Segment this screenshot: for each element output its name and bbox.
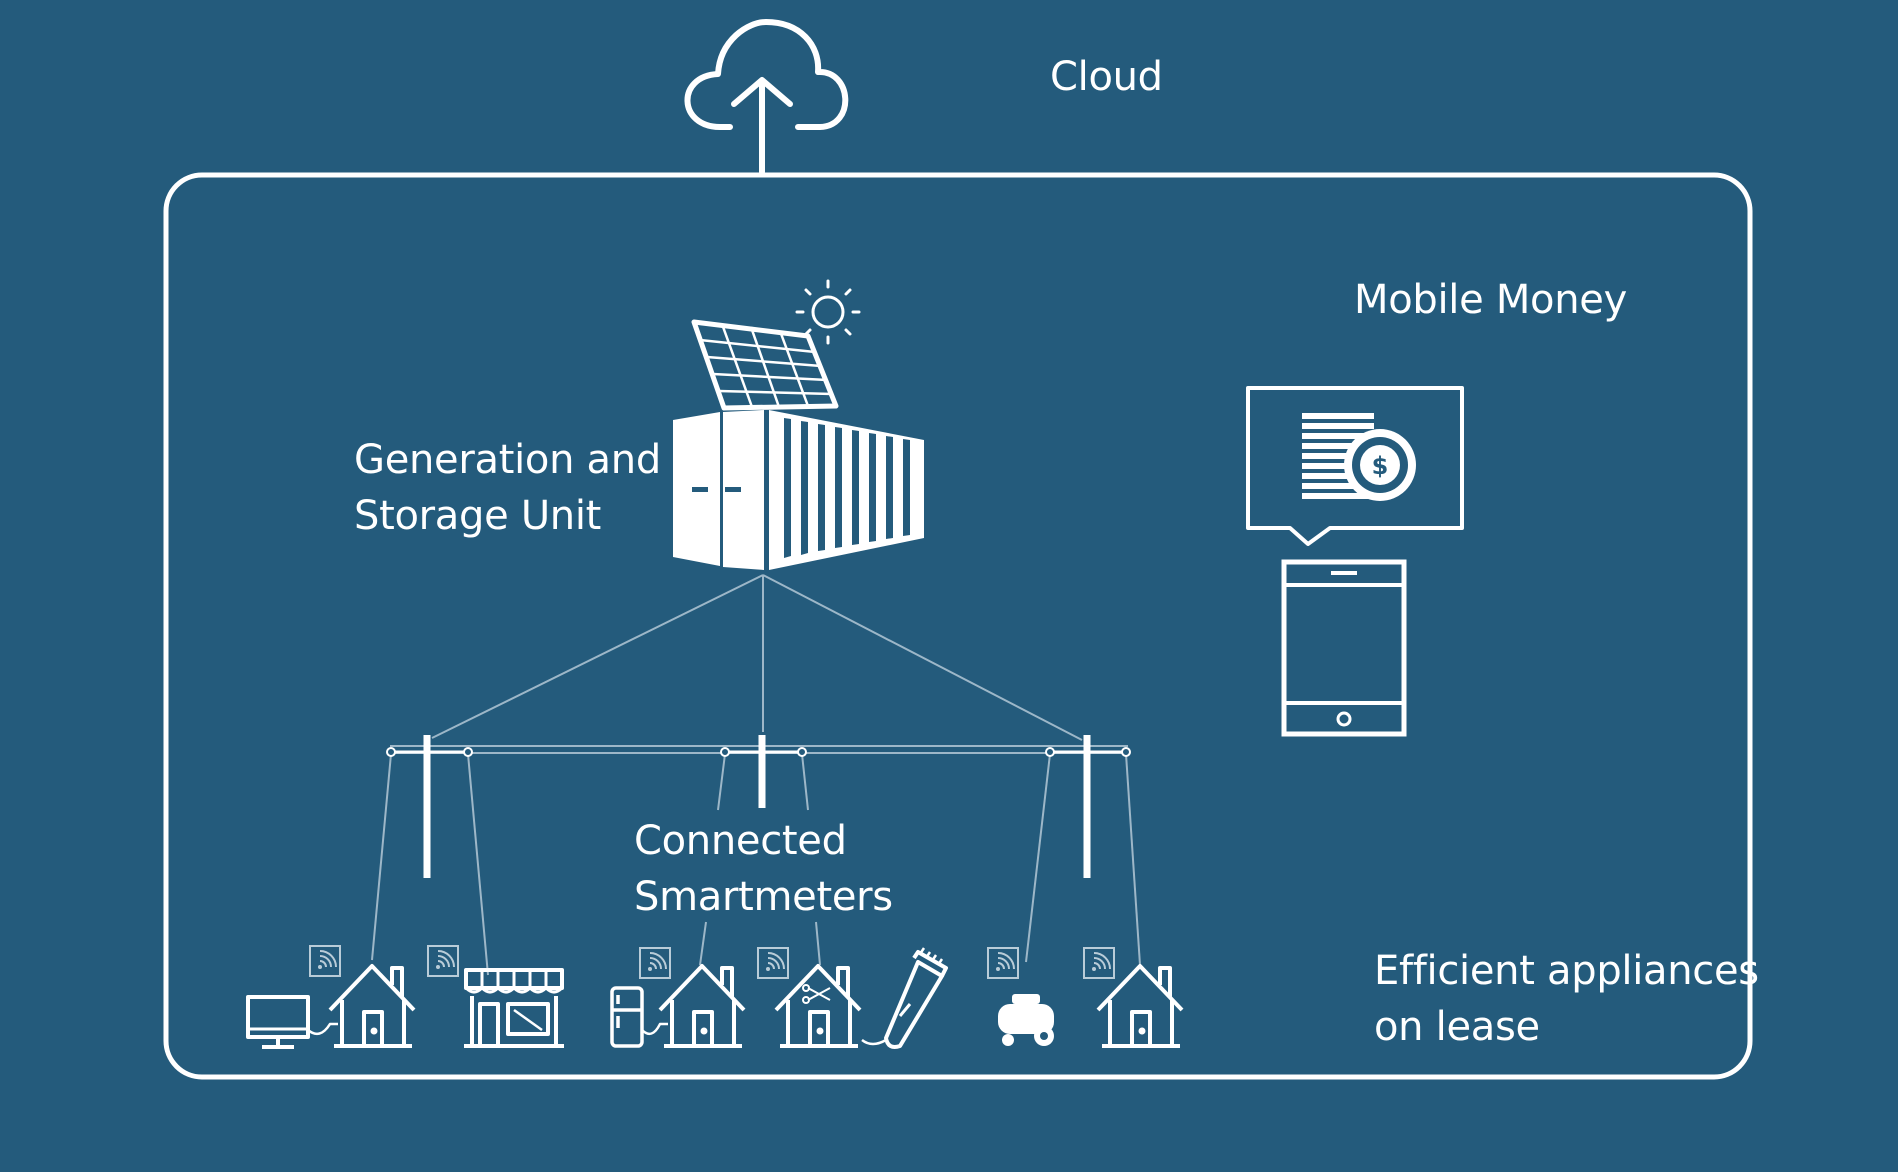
- generation-storage-label: Generation and Storage Unit: [354, 432, 661, 544]
- mobile-money-label-text: Mobile Money: [1354, 277, 1627, 323]
- cloud-label: Cloud: [1050, 49, 1163, 105]
- utility-pole-icon: [720, 735, 807, 808]
- sewing-icon: [802, 984, 831, 1004]
- svg-text:$: $: [1372, 452, 1389, 480]
- cloud-label-text: Cloud: [1050, 54, 1163, 100]
- smartmeter-icon: [987, 947, 1019, 979]
- smartmeter-icon: [757, 947, 789, 979]
- house-icon: [658, 964, 746, 1048]
- smartmeter-icon: [1083, 947, 1115, 979]
- generation-label-line2: Storage Unit: [354, 493, 602, 539]
- smartmeter-icon: [309, 945, 341, 977]
- appliances-label: Efficient appliances on lease: [1374, 943, 1759, 1055]
- house-icon: [1096, 964, 1184, 1048]
- utility-pole-icon: [386, 735, 473, 878]
- utility-pole-icon: [1045, 735, 1131, 878]
- mobile-money-bubble: $: [1246, 386, 1464, 546]
- house-icon: [328, 964, 416, 1048]
- generation-label-line1: Generation and: [354, 437, 661, 483]
- coin-stack-icon: $: [1302, 413, 1416, 501]
- computer-icon: [246, 995, 338, 1049]
- system-boundary: [163, 172, 1753, 1080]
- appliances-label-line1: Efficient appliances: [1374, 948, 1759, 994]
- shop-icon: [464, 968, 564, 1048]
- house-icon: [774, 964, 862, 1048]
- appliances-label-line2: on lease: [1374, 1004, 1540, 1050]
- smartmeter-icon: [639, 947, 671, 979]
- smartmeters-label: Connected Smartmeters: [634, 813, 893, 925]
- compressor-icon: [998, 994, 1054, 1046]
- tablet-icon: [1281, 559, 1407, 737]
- container-icon: [673, 410, 924, 570]
- mobile-money-label: Mobile Money: [1354, 272, 1627, 328]
- solar-panel-icon: [691, 319, 839, 411]
- smartmeter-icon: [427, 945, 459, 977]
- cloud-upload-icon: [684, 19, 849, 175]
- hair-clipper-icon: [861, 947, 948, 1049]
- smartmeters-label-line2: Smartmeters: [634, 874, 893, 920]
- fridge-icon: [610, 986, 668, 1048]
- smartmeters-label-line1: Connected: [634, 818, 847, 864]
